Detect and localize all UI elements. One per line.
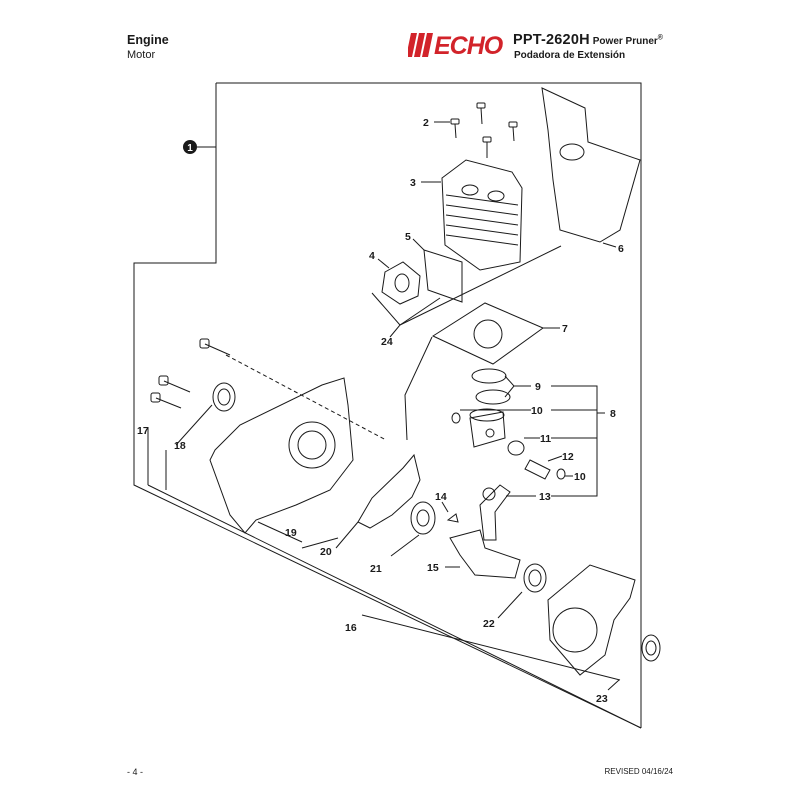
piston-pin-part	[524, 459, 551, 480]
circlip-part	[451, 412, 461, 424]
callout-21: 21	[370, 563, 382, 575]
brand-wordmark: ECHO	[434, 33, 504, 57]
piston-ring	[471, 368, 507, 384]
callout-22: 22	[483, 618, 495, 630]
revision-date: REVISED 04/16/24	[604, 767, 673, 776]
callout-6: 6	[618, 243, 624, 255]
product-name-en: Power Pruner®	[592, 34, 663, 47]
callout-4: 4	[369, 250, 375, 262]
callout-7: 7	[562, 323, 568, 335]
callout-5: 5	[405, 231, 411, 243]
bearing-part	[410, 501, 436, 535]
piston-part	[469, 408, 506, 448]
callout-10-upper: 10	[531, 405, 543, 417]
cylinder-gasket-part	[431, 302, 545, 365]
assembly-boundary-left	[133, 83, 642, 729]
oil-seal-part	[641, 634, 661, 662]
bolt-part	[150, 338, 231, 409]
assembly-badge-number: 1	[187, 143, 193, 154]
callout-8: 8	[610, 408, 616, 420]
model-number: PPT-2620H	[513, 32, 590, 48]
assembly-badge	[183, 140, 197, 154]
screw-part	[450, 102, 518, 158]
crankcase-half-part	[209, 377, 354, 534]
oil-seal-part	[212, 382, 236, 412]
callout-24: 24	[381, 336, 393, 348]
callout-15: 15	[427, 562, 439, 574]
callout-18: 18	[174, 440, 186, 452]
section-title-en: Engine	[127, 33, 169, 47]
heat-shield-part	[541, 87, 641, 243]
crankcase-half-part	[547, 564, 636, 676]
bearing-part	[507, 440, 525, 456]
crankcase-gasket-part	[357, 453, 421, 529]
callout-20: 20	[320, 546, 332, 558]
callout-11: 11	[540, 433, 551, 445]
callout-13: 13	[539, 491, 551, 503]
product-name-es: Podadora de Extensión	[514, 50, 626, 61]
callout-17: 17	[137, 425, 149, 437]
bearing-part	[523, 563, 547, 593]
registered-mark: ®	[657, 34, 663, 42]
cylinder-part	[441, 159, 523, 271]
crankshaft-part	[449, 484, 521, 579]
callout-12: 12	[562, 451, 574, 463]
callout-3: 3	[410, 177, 416, 189]
callout-23: 23	[596, 693, 608, 705]
section-title-es: Motor	[127, 49, 156, 61]
callout-16: 16	[345, 622, 357, 634]
page-number: - 4 -	[127, 767, 144, 777]
section-header: Engine Motor	[127, 33, 169, 61]
callout-2: 2	[423, 117, 429, 129]
callout-19: 19	[285, 527, 297, 539]
insulator-part	[381, 261, 421, 305]
callout-14: 14	[435, 491, 447, 503]
assembly-boundary	[216, 82, 642, 728]
gasket-part	[423, 249, 463, 303]
piston-ring	[475, 389, 511, 405]
callout-9: 9	[535, 381, 541, 393]
echo-logo: ECHO	[408, 33, 505, 57]
callout-10-lower: 10	[574, 471, 586, 483]
